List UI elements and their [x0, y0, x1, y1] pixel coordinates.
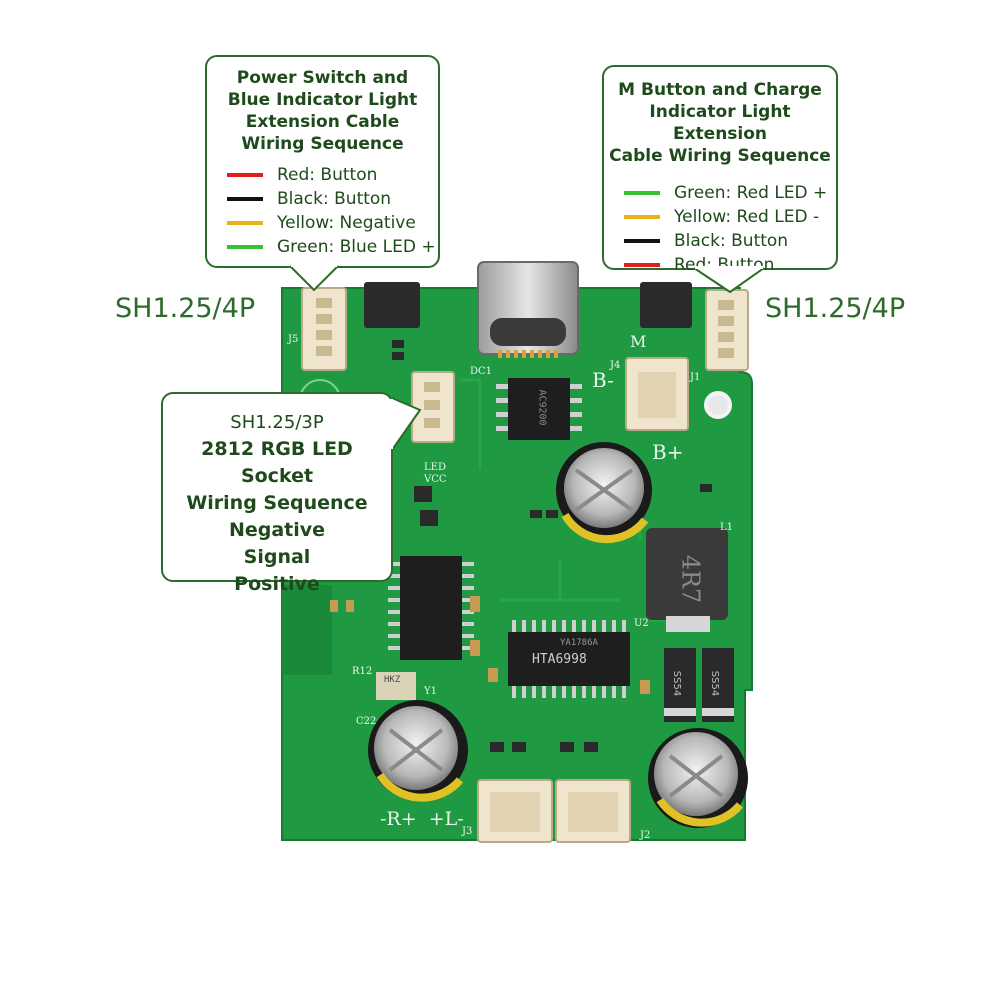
silk-b-minus: B- — [592, 368, 614, 392]
silk-m: M — [630, 332, 647, 351]
legend-row: Black: Button — [624, 229, 836, 253]
title-line: Power Switch and — [236, 68, 409, 88]
silk-j2: J2 — [640, 830, 651, 841]
capacitor-c13 — [648, 728, 748, 828]
silk-vcc: VCC — [424, 474, 447, 485]
callout-m-button: M Button and Charge Indicator Light Exte… — [602, 65, 838, 275]
capacitor-c23 — [556, 442, 652, 544]
callout-rgb-socket-pointer — [390, 397, 422, 451]
legend-label: Green: Blue LED + — [277, 237, 436, 257]
wire-swatch — [227, 173, 263, 177]
silk-dc1: DC1 — [470, 366, 493, 377]
legend-row: Green: Red LED + — [624, 181, 836, 205]
usb-c-pins — [498, 350, 558, 358]
connector-j5 — [301, 287, 347, 371]
wire-swatch — [624, 191, 660, 195]
wire-swatch — [624, 239, 660, 243]
callout-power-switch-pointer — [290, 264, 339, 292]
rgb-socket-line: Negative — [228, 519, 326, 541]
silk-chip-u2-sub: YA1786A — [560, 638, 598, 648]
capacitor-c22 — [368, 700, 468, 802]
antenna-area — [282, 585, 332, 675]
silk-r12: R12 — [352, 666, 373, 677]
title-line: Wiring Sequence — [241, 134, 404, 154]
chip-u3 — [400, 556, 462, 660]
mounting-hole — [704, 391, 732, 419]
switch-left — [364, 282, 420, 328]
chip-u2 — [508, 632, 630, 686]
legend: Green: Red LED + Yellow: Red LED - Black… — [604, 181, 836, 277]
silk-audio-label: -R+ +L- — [380, 808, 464, 830]
legend-row: Red: Button — [227, 163, 438, 187]
crystal-y1 — [376, 672, 416, 700]
inductor-l1 — [646, 528, 728, 620]
silk-u2: U2 — [634, 618, 649, 629]
title-line: M Button and Charge — [618, 80, 822, 100]
usb-c-port — [490, 318, 566, 346]
connector-label-right: SH1.25/4P — [765, 293, 906, 324]
callout-power-switch-title: Power Switch and Blue Indicator Light Ex… — [207, 67, 438, 155]
silk-chip-u2: HTA6998 — [532, 652, 587, 667]
legend-label: Green: Red LED + — [674, 183, 828, 203]
silk-diode-1: SS54 — [671, 670, 683, 697]
chip-u1 — [508, 378, 570, 440]
rgb-socket-line: Positive — [234, 573, 320, 595]
legend-label: Yellow: Red LED - — [674, 207, 820, 227]
silk-diode-2: SS54 — [709, 670, 721, 697]
legend-row: Black: Button — [227, 187, 438, 211]
callout-m-button-pointer — [694, 266, 765, 294]
wire-swatch — [227, 221, 263, 225]
wire-swatch — [227, 245, 263, 249]
silk-inductor: 4R7 — [676, 554, 705, 604]
rgb-socket-subtitle: SH1.25/3P — [230, 412, 324, 433]
silk-j5: J5 — [288, 334, 299, 345]
callout-rgb-socket: SH1.25/3P 2812 RGB LED Socket Wiring Seq… — [161, 392, 393, 595]
legend-label: Red: Button — [277, 165, 378, 185]
silk-c22: C22 — [356, 716, 377, 727]
wire-swatch — [624, 263, 660, 267]
silk-j3: J3 — [462, 826, 473, 837]
title-line: Blue Indicator Light — [227, 90, 418, 110]
title-line: Cable Wiring Sequence — [609, 146, 831, 166]
legend-row: Green: Blue LED + — [227, 235, 438, 259]
silk-j4: J4 — [610, 360, 621, 371]
rgb-socket-line: Signal — [243, 546, 311, 568]
silk-l1: L1 — [720, 522, 734, 533]
rgb-socket-line: 2812 RGB LED Socket — [201, 438, 353, 487]
title-line: Extension Cable — [245, 112, 400, 132]
wire-swatch — [227, 197, 263, 201]
silk-y1: Y1 — [424, 686, 437, 697]
switch-right — [640, 282, 692, 328]
legend-row: Yellow: Red LED - — [624, 205, 836, 229]
silk-b-plus: B+ — [652, 440, 684, 464]
connector-label-left: SH1.25/4P — [115, 293, 256, 324]
title-line: Indicator Light Extension — [649, 102, 791, 144]
legend-row: Yellow: Negative — [227, 211, 438, 235]
wire-swatch — [624, 215, 660, 219]
legend-label: Black: Button — [277, 189, 392, 209]
silk-led: LED — [424, 462, 446, 473]
silk-j1: J1 — [690, 372, 701, 383]
callout-m-button-title: M Button and Charge Indicator Light Exte… — [604, 79, 836, 167]
legend: Red: Button Black: Button Yellow: Negati… — [207, 163, 438, 259]
silk-crystal: HKZ — [384, 675, 401, 685]
smd-resistors — [392, 340, 712, 752]
silk-chip-u1: AC9200 — [536, 389, 548, 426]
rgb-socket-line: Wiring Sequence — [186, 492, 368, 514]
callout-power-switch: Power Switch and Blue Indicator Light Ex… — [205, 55, 440, 268]
legend-label: Yellow: Negative — [277, 213, 416, 233]
legend-label: Black: Button — [674, 231, 789, 251]
